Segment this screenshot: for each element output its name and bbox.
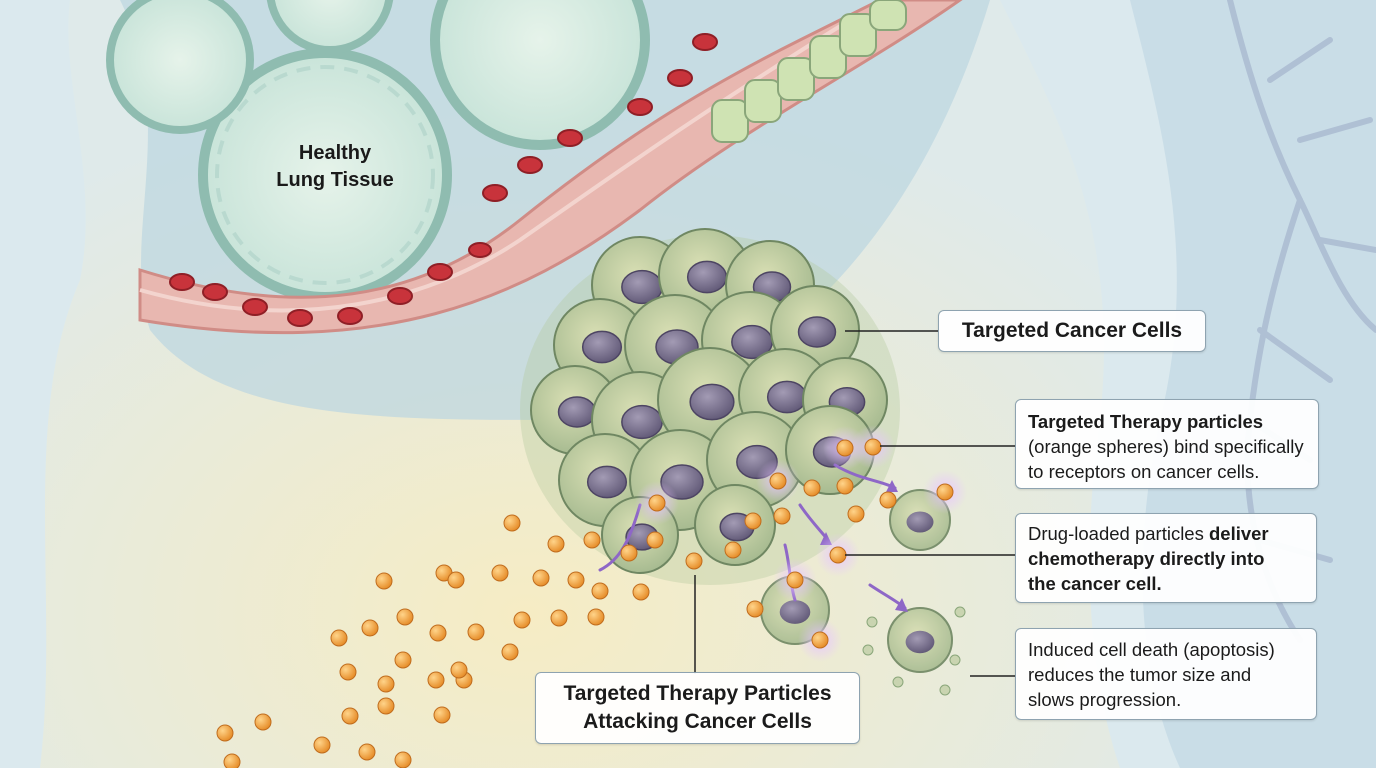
- therapy-particle: [847, 505, 865, 523]
- therapy-particle: [864, 438, 882, 456]
- dying-cancer-cells: [760, 489, 966, 696]
- apoptotic-fragment: [939, 684, 951, 696]
- delivery-bold3: the cancer cell.: [1028, 573, 1162, 594]
- cell-nucleus: [621, 404, 663, 440]
- therapy-particle: [646, 531, 664, 549]
- therapy-particle: [591, 582, 609, 600]
- dying-cell-nucleus: [779, 600, 811, 624]
- therapy-particle: [685, 552, 703, 570]
- delivery-plain: Drug-loaded particles: [1028, 523, 1209, 544]
- apoptosis-line3: slows progression.: [1028, 689, 1182, 710]
- therapy-particle: [429, 624, 447, 642]
- therapy-particle: [341, 707, 359, 725]
- therapy-particle: [358, 743, 376, 761]
- therapy-particle: [501, 643, 519, 661]
- apoptotic-fragment: [954, 606, 966, 618]
- therapy-particle: [377, 697, 395, 715]
- targeted-cells-label: Targeted Cancer Cells: [938, 310, 1206, 352]
- cell-nucleus: [797, 316, 837, 348]
- therapy-particle: [447, 571, 465, 589]
- healthy-lung-label: Healthy Lung Tissue: [250, 140, 420, 194]
- therapy-particle: [829, 546, 847, 564]
- binding-line2: (orange spheres) bind specifically: [1028, 436, 1304, 457]
- therapy-particle: [396, 608, 414, 626]
- therapy-particle: [394, 751, 412, 768]
- therapy-particle: [450, 661, 468, 679]
- delivery-callout: Drug-loaded particles deliver chemothera…: [1015, 513, 1317, 603]
- dying-cell-nucleus: [905, 630, 935, 654]
- therapy-particle: [583, 531, 601, 549]
- therapy-particle: [786, 571, 804, 589]
- binding-line3: to receptors on cancer cells.: [1028, 461, 1260, 482]
- apoptosis-line2: reduces the tumor size and: [1028, 664, 1252, 685]
- therapy-particle: [503, 514, 521, 532]
- therapy-particle: [836, 439, 854, 457]
- apoptosis-line1: Induced cell death (apoptosis): [1028, 639, 1275, 660]
- therapy-particle: [746, 600, 764, 618]
- therapy-particle: [547, 535, 565, 553]
- therapy-particle: [532, 569, 550, 587]
- therapy-particle: [550, 609, 568, 627]
- binding-callout: Targeted Therapy particles (orange spher…: [1015, 399, 1319, 489]
- therapy-particle: [223, 753, 241, 768]
- therapy-particle: [879, 491, 897, 509]
- attack-line1: Targeted Therapy Particles: [563, 682, 832, 705]
- leader-lines: [694, 330, 1015, 677]
- therapy-particle: [433, 706, 451, 724]
- alveoli: [106, 0, 650, 302]
- apoptotic-fragment: [892, 676, 904, 688]
- therapy-particle: [377, 675, 395, 693]
- cell-nucleus: [586, 465, 628, 499]
- attack-line2: Attacking Cancer Cells: [583, 710, 812, 733]
- therapy-particle: [216, 724, 234, 742]
- therapy-particle: [803, 479, 821, 497]
- therapy-particle: [254, 713, 272, 731]
- therapy-particle: [811, 631, 829, 649]
- cell-nucleus: [581, 330, 623, 364]
- apoptotic-fragment: [866, 616, 878, 628]
- therapy-particle: [936, 483, 954, 501]
- therapy-particle: [375, 572, 393, 590]
- binding-title: Targeted Therapy particles: [1028, 411, 1264, 432]
- therapy-particle: [836, 477, 854, 495]
- therapy-particle: [773, 507, 791, 525]
- therapy-particles: [216, 425, 967, 768]
- healthy-label-line1: Healthy: [298, 142, 372, 164]
- apoptosis-callout: Induced cell death (apoptosis) reduces t…: [1015, 628, 1317, 720]
- healthy-label-line2: Lung Tissue: [276, 169, 394, 191]
- therapy-particle: [361, 619, 379, 637]
- therapy-particle: [567, 571, 585, 589]
- therapy-particle: [724, 541, 742, 559]
- targeted-cells-text: Targeted Cancer Cells: [961, 319, 1183, 342]
- apoptotic-fragment: [949, 654, 961, 666]
- delivery-bold2: chemotherapy directly into: [1028, 548, 1265, 569]
- therapy-particle: [427, 671, 445, 689]
- therapy-particle: [330, 629, 348, 647]
- therapy-particle: [744, 512, 762, 530]
- attack-label: Targeted Therapy Particles Attacking Can…: [535, 672, 860, 744]
- cell-nucleus: [766, 380, 808, 414]
- therapy-particle: [339, 663, 357, 681]
- therapy-particle: [467, 623, 485, 641]
- therapy-particle: [632, 583, 650, 601]
- dying-cell-nucleus: [906, 511, 934, 533]
- therapy-particle: [620, 544, 638, 562]
- therapy-particle: [648, 494, 666, 512]
- cell-nucleus: [686, 260, 728, 294]
- therapy-particle: [394, 651, 412, 669]
- cell-nucleus: [689, 383, 735, 421]
- therapy-particle: [587, 608, 605, 626]
- therapy-particle: [313, 736, 331, 754]
- therapy-particle: [513, 611, 531, 629]
- therapy-particle: [491, 564, 509, 582]
- cell-nucleus: [557, 396, 597, 428]
- apoptotic-fragment: [862, 644, 874, 656]
- bronchial-epithelium: [711, 0, 907, 143]
- delivery-bold1: deliver: [1208, 523, 1269, 544]
- therapy-particle: [769, 472, 787, 490]
